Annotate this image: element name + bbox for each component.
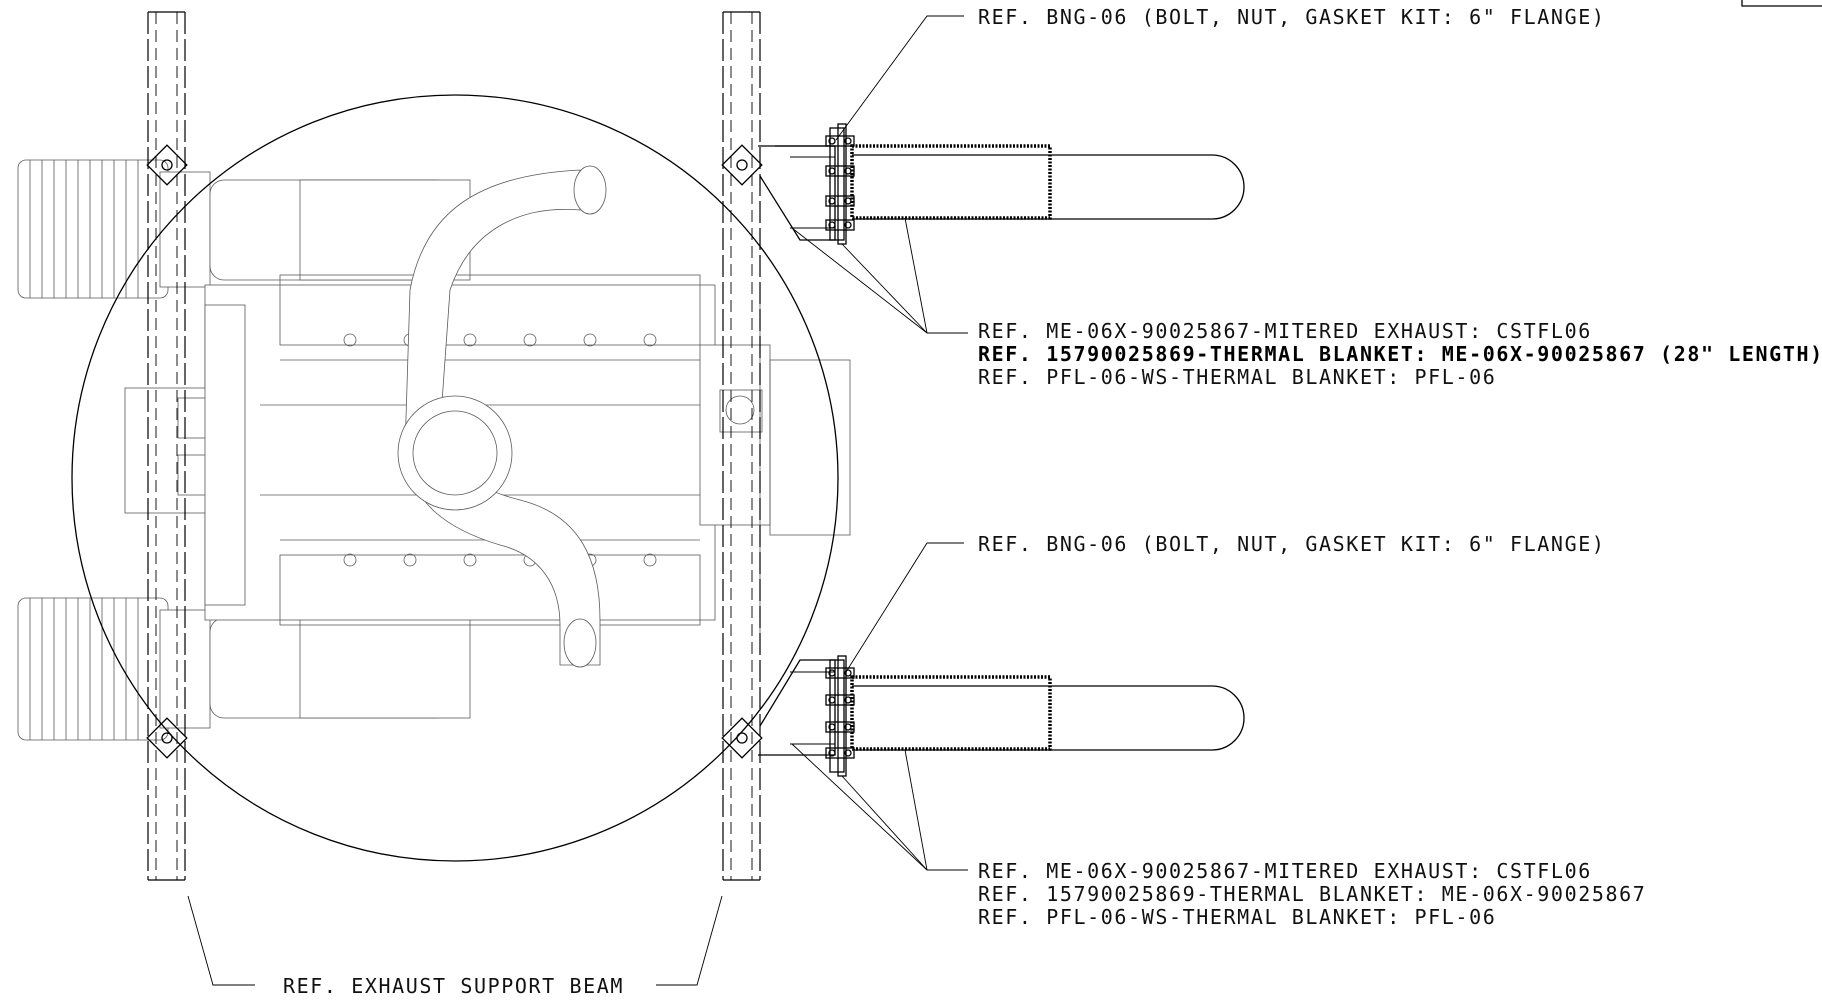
lower-air-intake [17,597,211,741]
leader-lines [187,15,968,986]
upper-air-intake [17,159,211,299]
beam-brackets [146,144,763,759]
support-beam-label: REF. EXHAUST SUPPORT BEAM [283,974,624,998]
upper-exhaust-pipe [852,154,1245,220]
title-block-corner [1741,0,1822,7]
upper-flange-kit-label: REF. BNG-06 (BOLT, NUT, GASKET KIT: 6" F… [978,5,1606,29]
upper-exhaust-label: REF. ME-06X-90025867-MITERED EXHAUST: CS… [978,319,1592,343]
lower-pfl-blanket-label: REF. PFL-06-WS-THERMAL BLANKET: PFL-06 [978,905,1496,929]
lower-exhaust-pipe [852,685,1245,751]
upper-blanket-label: REF. 15790025869-THERMAL BLANKET: ME-06X… [978,342,1822,366]
lower-blanket-label: REF. 15790025869-THERMAL BLANKET: ME-06X… [978,882,1646,906]
callout-labels: REF. BNG-06 (BOLT, NUT, GASKET KIT: 6" F… [283,5,1822,998]
rotation-circle [71,94,839,862]
upper-pfl-blanket-label: REF. PFL-06-WS-THERMAL BLANKET: PFL-06 [978,365,1496,389]
lower-thermal-blanket [850,675,1052,751]
upper-flange-bolts [825,135,855,231]
lower-exhaust-label: REF. ME-06X-90025867-MITERED EXHAUST: CS… [978,859,1592,883]
lower-flange-kit-label: REF. BNG-06 (BOLT, NUT, GASKET KIT: 6" F… [978,532,1606,556]
lower-flange-bolts [825,667,855,759]
upper-exhaust-assembly [758,123,1245,245]
lower-exhaust-assembly [758,655,1245,777]
upper-thermal-blanket [850,144,1052,220]
engine-assembly [17,159,851,741]
